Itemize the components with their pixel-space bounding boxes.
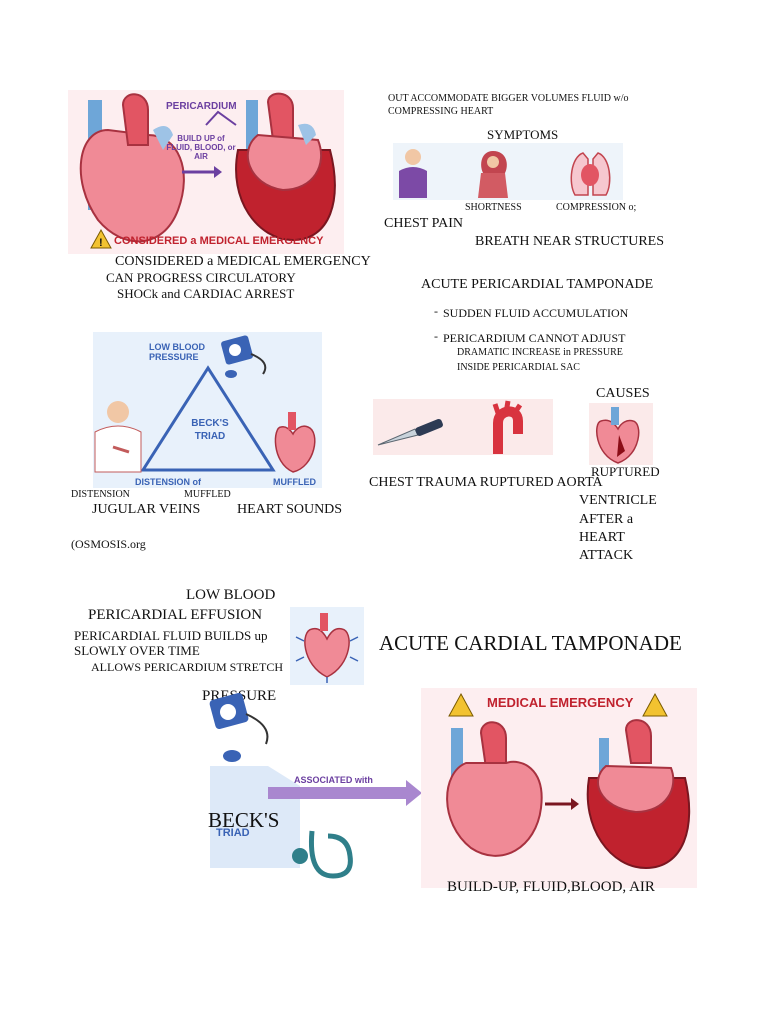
cause-heart: HEART	[579, 530, 625, 545]
label-breath-near: BREATH NEAR STRUCTURES	[475, 234, 665, 249]
label-shortness: SHORTNESS	[465, 202, 522, 213]
pericardium-label: PERICARDIUM	[166, 101, 237, 112]
medical-emergency-illustration: MEDICAL EMERGENCY	[421, 688, 697, 888]
causes-illustration	[373, 399, 653, 465]
heart-illustration-graphic: !	[79, 92, 336, 249]
becks-low-bp: LOW BLOOD PRESSURE	[149, 342, 205, 363]
svg-text:!: !	[99, 237, 103, 249]
emergency-banner: MEDICAL EMERGENCY	[487, 695, 634, 710]
acute-cardial-title: ACUTE CARDIAL TAMPONADE	[379, 631, 682, 655]
note-jugular-veins: JUGULAR VEINS	[92, 502, 201, 517]
symptoms-illustration	[393, 143, 623, 200]
emergency-banner-text: CONSIDERED a MEDICAL EMERGENCY	[114, 235, 324, 247]
cause-chest-trauma: CHEST TRAUMA RUPTURED AORTA	[369, 475, 603, 490]
cause-ventricle: VENTRICLE	[579, 493, 657, 508]
bullet-mark-1: -	[434, 304, 438, 318]
buildup-label: BUILD UP of FLUID, BLOOD, or AIR	[166, 134, 236, 162]
sub-inside-sac: INSIDE PERICARDIAL SAC	[457, 362, 580, 373]
sub-dramatic-increase: DRAMATIC INCREASE in PRESSURE	[457, 347, 623, 358]
cause-after-a: AFTER a	[579, 512, 634, 527]
effusion-heart-graphic	[295, 613, 359, 683]
associated-graphic	[209, 693, 422, 879]
becks-triad-bottom: TRIAD	[216, 827, 250, 839]
effusion-line2: SLOWLY OVER TIME	[74, 643, 200, 658]
note-compressing-heart: COMPRESSING HEART	[388, 106, 494, 117]
label-chest-pain: CHEST PAIN	[384, 216, 463, 231]
bullet-mark-2: -	[434, 329, 438, 343]
effusion-line3: ALLOWS PERICARDIUM STRETCH	[91, 660, 284, 674]
symptoms-title: SYMPTOMS	[487, 127, 559, 142]
symptoms-graphic	[399, 149, 611, 198]
acute-pericardial-title: ACUTE PERICARDIAL TAMPONADE	[421, 277, 654, 292]
note-distension: DISTENSION	[71, 489, 130, 500]
label-becks: BECK'S	[208, 808, 280, 832]
cause-attack: ATTACK	[579, 548, 634, 563]
causes-graphic	[373, 399, 653, 465]
becks-distension-of: DISTENSION of	[135, 477, 202, 487]
bullet-sudden-fluid: SUDDEN FLUID ACCUMULATION	[443, 306, 629, 320]
label-compression: COMPRESSION o;	[556, 202, 637, 213]
effusion-line1: PERICARDIAL FLUID BUILDS up	[74, 628, 268, 643]
associated-illustration: ASSOCIATED with TRIAD	[208, 686, 428, 891]
note-can-progress: CAN PROGRESS CIRCULATORY	[106, 270, 296, 285]
note-considered: CONSIDERED a MEDICAL EMERGENCY	[115, 254, 371, 269]
bullet-pericardium-cannot: PERICARDIUM CANNOT ADJUST	[443, 331, 626, 345]
note-heart-sounds: HEART SOUNDS	[237, 502, 343, 517]
associated-with-label: ASSOCIATED with	[294, 775, 373, 785]
note-muffled: MUFFLED	[184, 489, 231, 500]
note-out-accommodate: OUT ACCOMMODATE BIGGER VOLUMES FLUID w/o	[388, 93, 629, 104]
pericardium-illustration: ! PERICARDIUM BUILD UP of FLUID, BLOOD, …	[68, 90, 344, 254]
caption-buildup: BUILD-UP, FLUID,BLOOD, AIR	[447, 879, 655, 895]
becks-triad-label: BECK'S TRIAD	[191, 418, 229, 442]
becks-muffled: MUFFLED	[273, 477, 316, 487]
cause-ruptured: RUPTURED	[591, 464, 660, 479]
effusion-heart-illustration	[290, 607, 364, 685]
effusion-title: PERICARDIAL EFFUSION	[88, 607, 263, 623]
source-osmosis: (OSMOSIS.org	[71, 537, 146, 551]
becks-triad-graphic	[94, 335, 316, 473]
causes-title: CAUSES	[596, 386, 650, 401]
note-shock: SHOCk and CARDIAC ARREST	[117, 286, 295, 301]
becks-triad-illustration: LOW BLOOD PRESSURE BECK'S TRIAD DISTENSI…	[93, 332, 322, 488]
label-low-blood: LOW BLOOD	[186, 587, 276, 603]
emergency-heart-graphic	[446, 692, 691, 870]
